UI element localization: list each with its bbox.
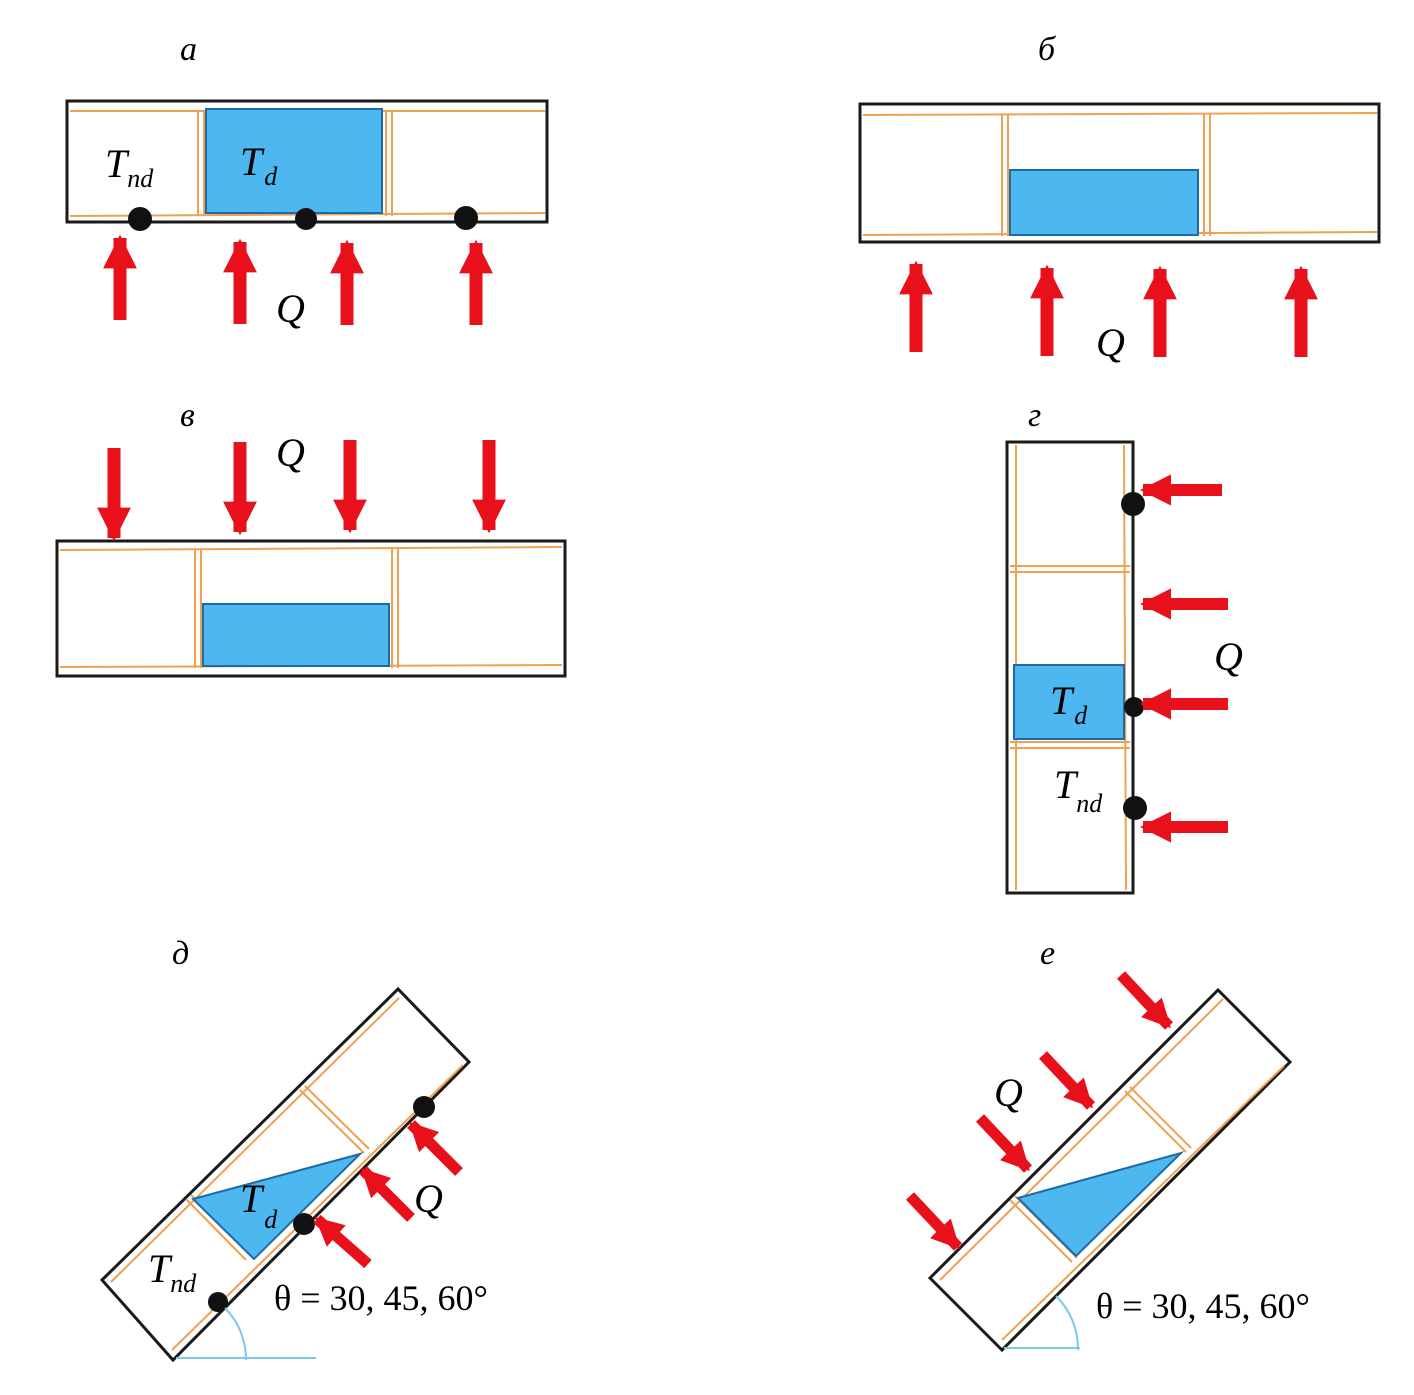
panel-v-label: в [180,397,195,434]
heat-label: Q [1096,320,1125,365]
sensor-dot [413,1096,435,1118]
label-T-d: Td [240,139,278,191]
water-layer [191,1152,364,1261]
tank-body [927,987,1293,1353]
water-layer [205,108,383,214]
water-layer [1009,169,1199,236]
sensors [208,1096,435,1312]
angle-arc [1055,1295,1080,1351]
sensor-dot [293,1213,315,1235]
heat-label: Q [414,1176,443,1221]
sensors [128,206,478,231]
heat-flux-arrows [313,1120,463,1269]
cell-partitions [59,546,563,668]
sensor-dot [128,207,152,231]
panel-e-label: е [1040,935,1055,972]
heat-flux-arrows [905,971,1174,1251]
angle-text: θ = 30, 45, 60° [1096,1286,1310,1326]
heat-flux-arrows [103,234,493,325]
heat-arrow [1038,1051,1096,1110]
heat-flux-arrows [97,440,506,542]
label-T-d: Td [1050,678,1088,730]
angle-arc [224,1307,248,1361]
heat-label: Q [276,286,305,331]
heat-label: Q [276,430,305,475]
water-layer [1016,1151,1185,1258]
panel-g-label: г [1028,397,1041,434]
sensor-dot [295,208,317,230]
sensor-dot [1121,492,1145,516]
heat-arrow [1116,971,1174,1030]
heat-arrow [905,1192,963,1251]
label-T-d: Td [240,1176,278,1234]
angle-text: θ = 30, 45, 60° [274,1278,488,1318]
panel-e: е Q θ = 30, 45, 60° [905,935,1310,1353]
sensor-dot [1123,796,1147,820]
panel-a-label: а [180,31,197,68]
sensor-dot [454,206,478,230]
label-T-nd: Tnd [1054,762,1103,818]
heat-flux-arrows [1139,474,1228,843]
heat-flux-arrows [899,260,1318,357]
panel-g: г Td Tnd Q [1005,397,1243,895]
water-layer [1013,664,1125,740]
panel-b: б Q [858,31,1381,365]
label-T-nd: Tnd [105,141,154,193]
panel-d: д Td Tnd Q θ = 30, 45, 60° [99,935,488,1363]
panel-a: а Tnd Td Q [65,31,549,331]
heat-arrow [313,1214,372,1269]
sensor-dot [1124,697,1144,717]
panel-d-label: д [172,935,189,972]
heat-arrow [975,1114,1033,1173]
label-T-nd: Tnd [148,1246,197,1298]
water-layer [202,603,390,667]
panel-b-label: б [1038,31,1057,68]
heat-label: Q [1214,634,1243,679]
heat-arrow [407,1120,463,1176]
heat-label: Q [994,1070,1023,1115]
sensor-dot [208,1292,228,1312]
panel-v: в Q [55,397,567,678]
heat-arrow [359,1166,415,1222]
